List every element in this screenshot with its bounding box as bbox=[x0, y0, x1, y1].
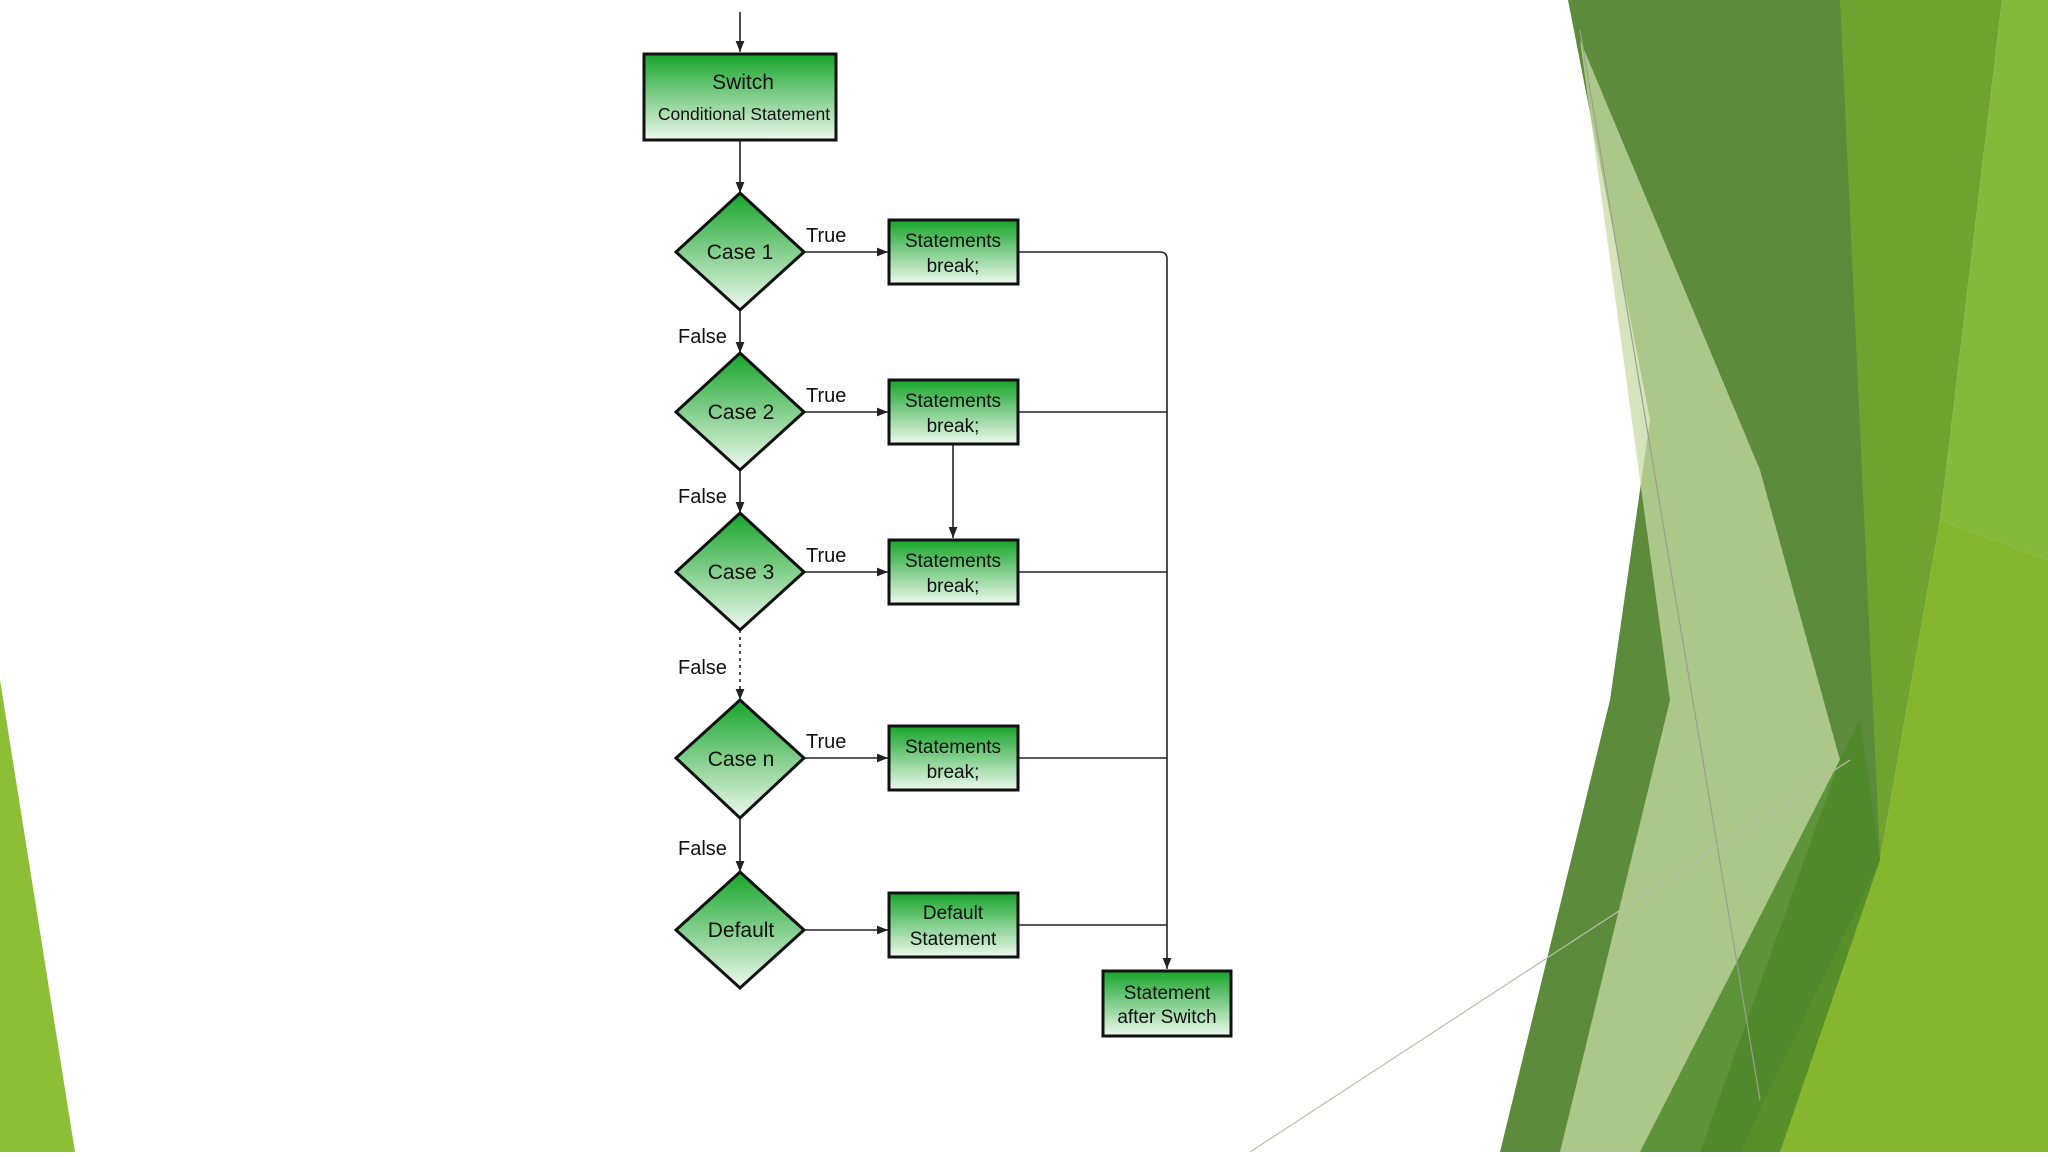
case-2-false-label: False bbox=[678, 486, 727, 508]
case-3-true-label: True bbox=[806, 545, 846, 567]
edge-collector-line bbox=[1018, 251, 1172, 969]
facet-deep-green-bottom bbox=[1640, 720, 1880, 1152]
statement-after-switch-node: Statement after Switch bbox=[1101, 969, 1233, 1038]
default-row: Default Default Statement bbox=[673, 869, 1020, 991]
facet-hairline-2 bbox=[1249, 759, 1851, 1153]
switch-subtitle: Conditional Statement bbox=[658, 104, 830, 124]
case-n-action-line1: Statements bbox=[905, 737, 1001, 758]
case-1-label: Case 1 bbox=[707, 241, 774, 264]
case-1-row: Case 1 True False Statements break; bbox=[673, 190, 1020, 348]
default-action-line1: Default bbox=[923, 903, 984, 924]
default-action-box bbox=[887, 891, 1020, 959]
case-2-action-box bbox=[887, 378, 1020, 446]
case-2-action-line1: Statements bbox=[905, 391, 1001, 412]
case-2-diamond bbox=[673, 350, 807, 473]
switch-title: Switch bbox=[712, 71, 774, 94]
case-1-action-line2: break; bbox=[927, 256, 980, 277]
switch-start-node: Switch Conditional Statement bbox=[642, 52, 838, 142]
case-3-row: Case 3 True False Statements break; bbox=[673, 510, 1020, 679]
case-n-row: Case n True False Statements break; bbox=[673, 697, 1020, 860]
case-3-action-line1: Statements bbox=[905, 551, 1001, 572]
end-line1: Statement bbox=[1124, 983, 1211, 1004]
case-3-label: Case 3 bbox=[708, 561, 775, 584]
case-2-action-line2: break; bbox=[927, 416, 980, 437]
facet-mid-green-top bbox=[1840, 0, 2002, 860]
case-2-row: Case 2 True False Statements break; bbox=[673, 350, 1020, 508]
end-line2: after Switch bbox=[1117, 1007, 1216, 1028]
case-2-label: Case 2 bbox=[708, 401, 775, 424]
case-n-true-label: True bbox=[806, 731, 846, 753]
case-n-diamond bbox=[673, 697, 807, 821]
case-1-diamond bbox=[673, 190, 807, 313]
case-n-action-line2: break; bbox=[927, 762, 980, 783]
default-diamond bbox=[673, 869, 807, 991]
facet-hairline-1 bbox=[1579, 29, 1761, 1101]
facet-pale-green bbox=[1560, 40, 1840, 1152]
case-1-false-label: False bbox=[678, 326, 727, 348]
case-1-action-line1: Statements bbox=[905, 231, 1001, 252]
case-3-diamond bbox=[673, 510, 807, 633]
default-label: Default bbox=[708, 919, 775, 942]
case-3-action-line2: break; bbox=[927, 576, 980, 597]
case-n-action-box bbox=[887, 724, 1020, 792]
end-box bbox=[1101, 969, 1233, 1038]
case-1-true-label: True bbox=[806, 225, 846, 247]
case-2-true-label: True bbox=[806, 385, 846, 407]
default-action-line2: Statement bbox=[910, 929, 997, 950]
flowchart-edges bbox=[735, 12, 1172, 969]
case-3-action-box bbox=[887, 538, 1020, 606]
case-n-label: Case n bbox=[708, 748, 775, 771]
decorative-facets-right bbox=[1249, 0, 2048, 1153]
case-3-false-label: False bbox=[678, 657, 727, 679]
decorative-facet-left bbox=[0, 680, 75, 1152]
facet-light-green-top bbox=[1940, 0, 2048, 560]
case-n-false-label: False bbox=[678, 838, 727, 860]
case-1-action-box bbox=[887, 218, 1020, 286]
